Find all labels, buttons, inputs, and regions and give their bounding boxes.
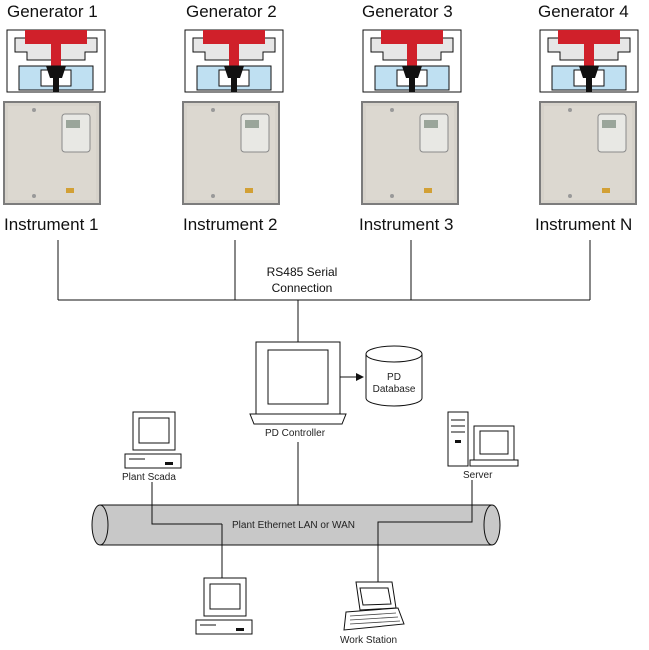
instrument-1-label: Instrument 1 [4,215,99,234]
bottom-pc [195,577,253,635]
generator-2-label: Generator 2 [186,2,277,21]
generator-4-label: Generator 4 [538,2,629,21]
generator-2 [184,29,284,93]
instrument-2-label: Instrument 2 [183,215,278,234]
network-pipe [91,504,501,546]
scada-label: Plant Scada [122,472,176,483]
rs485-label: RS485 Serial Connection [252,264,352,296]
server [447,411,519,467]
instrument-3-label: Instrument 3 [359,215,454,234]
database-label: PD Database [372,372,416,396]
instrument-3 [361,101,459,205]
instrument-n [539,101,637,205]
rs485-bus [57,240,591,342]
instrument-2 [182,101,280,205]
workstation-label: Work Station [340,635,398,646]
lan-links [151,480,473,582]
controller-label: PD Controller [265,428,326,439]
rs485-label-line1: RS485 Serial [266,265,338,279]
generator-1 [6,29,106,93]
database-label-line2: Database [372,384,416,395]
pd-controller [249,341,347,425]
generator-4 [539,29,639,93]
instrument-n-label: Instrument N [535,215,633,234]
instrument-1 [3,101,101,205]
database-arrow [340,373,364,381]
generator-1-label: Generator 1 [7,2,98,21]
database-label-line1: PD [387,372,401,383]
pd-database [365,345,423,407]
plant-scada [124,411,182,469]
rs485-label-line2: Connection [271,281,333,295]
generator-3-label: Generator 3 [362,2,453,21]
workstation [343,581,405,631]
network-label: Plant Ethernet LAN or WAN [232,520,356,531]
server-label: Server [463,470,493,481]
generator-3 [362,29,462,93]
